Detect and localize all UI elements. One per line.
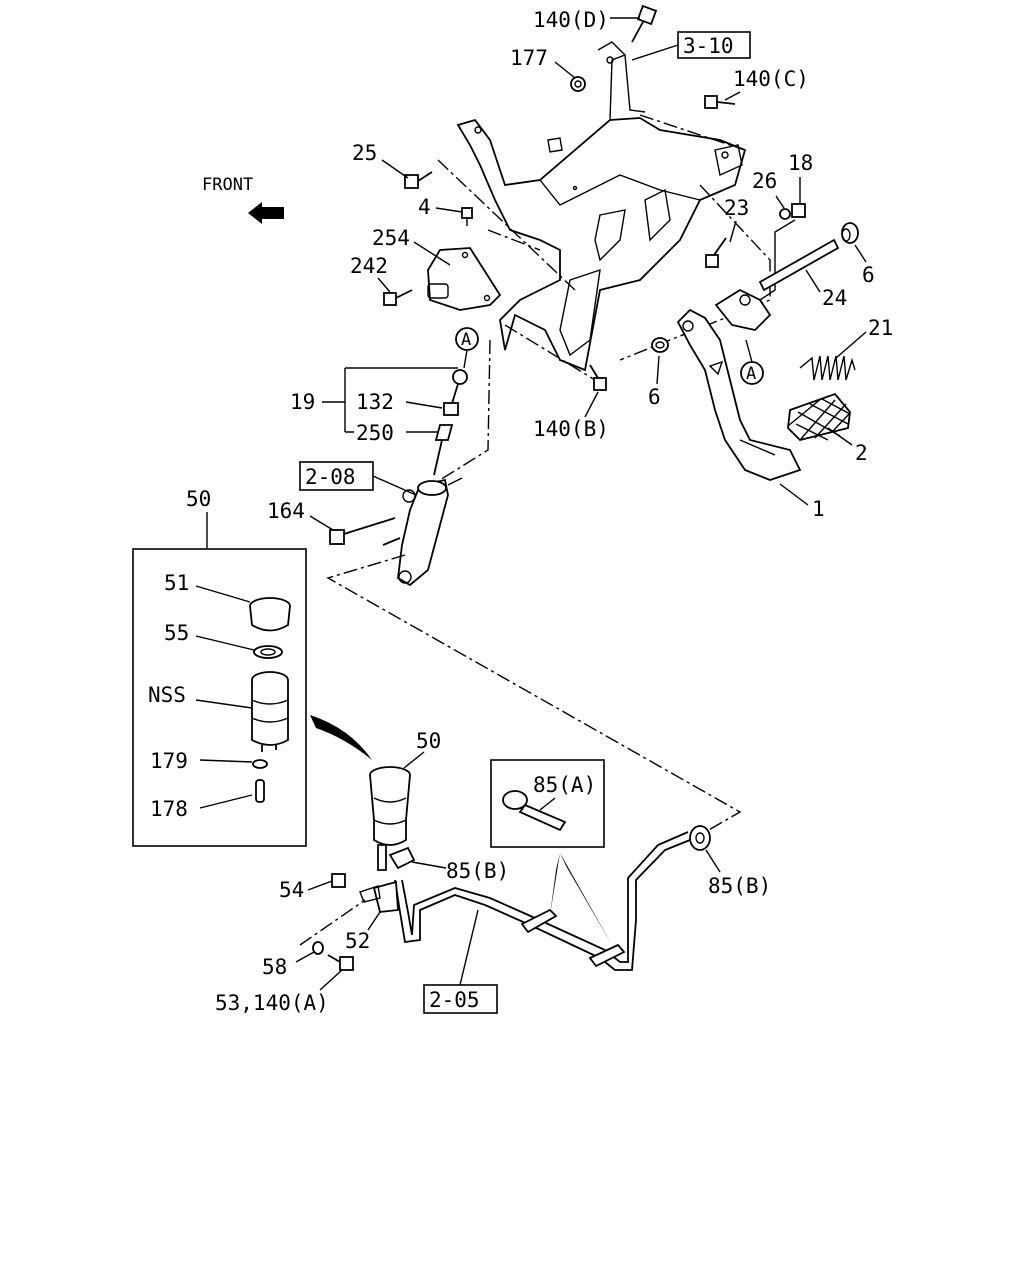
push-rod-19: [433, 369, 468, 476]
clutch-pipe: [394, 831, 691, 971]
label-21: 21: [868, 316, 893, 340]
label-53-140a: 53,140(A): [215, 991, 329, 1015]
bolt-4-icon: [461, 207, 473, 226]
label-1: 1: [812, 497, 825, 521]
label-242: 242: [350, 254, 388, 278]
bolt-164-icon: [329, 517, 401, 546]
bolt-23-icon: [705, 237, 727, 268]
label-24: 24: [822, 286, 847, 310]
ref-3-10-label: 3-10: [683, 34, 734, 58]
clip-179-icon: [252, 759, 268, 769]
label-179: 179: [150, 749, 188, 773]
washer-58-icon: [312, 941, 324, 955]
label-26: 26: [752, 169, 777, 193]
reservoir-assembled-50: [369, 766, 416, 871]
label-a-upper: A: [461, 330, 471, 350]
label-164: 164: [267, 499, 305, 523]
label-54: 54: [279, 878, 304, 902]
ref-2-08-label: 2-08: [305, 465, 356, 489]
label-19: 19: [290, 390, 315, 414]
label-6-lower: 6: [648, 385, 661, 409]
sub-bracket-254: [427, 247, 502, 311]
detail-box-reservoir: [132, 548, 307, 847]
label-51: 51: [164, 571, 189, 595]
clip-85b-right-icon: [689, 825, 711, 851]
label-250: 250: [356, 421, 394, 445]
clip-85a-icon: [502, 790, 567, 832]
pointer-arrow-reservoir-icon: [310, 715, 372, 760]
label-23: 23: [724, 196, 749, 220]
clutch-pedal-arm: [676, 288, 802, 481]
nut-54-icon: [331, 873, 346, 888]
pedal-bracket: [456, 41, 747, 372]
reservoir-body-nss: [251, 671, 289, 752]
label-2: 2: [855, 441, 868, 465]
label-6-right: 6: [862, 263, 875, 287]
ref-line-bracket-low: [504, 324, 596, 381]
label-nss: NSS: [148, 683, 186, 707]
return-spring-21-icon: [799, 355, 856, 381]
ref-line-bracket-left: [437, 159, 576, 291]
reservoir-cap-51: [249, 597, 291, 632]
label-58: 58: [262, 955, 287, 979]
front-label: FRONT: [202, 175, 253, 195]
nut-177-icon: [570, 76, 586, 92]
pedal-pad-2: [787, 392, 851, 441]
label-177: 177: [510, 46, 548, 70]
pointer-arrow-85a-icon: [550, 853, 612, 945]
label-85b-right: 85(B): [708, 874, 771, 898]
bushing-6-lower-icon: [651, 337, 669, 353]
bushing-6-right-icon: [841, 222, 859, 244]
label-52: 52: [345, 929, 370, 953]
label-132: 132: [356, 390, 394, 414]
master-cylinder-50: [397, 477, 463, 587]
bolt-140d-icon: [631, 4, 658, 43]
ref-line-cylinder-to-pipe: [326, 554, 742, 836]
pin-178-icon: [255, 779, 265, 803]
bracket-52: [359, 880, 399, 913]
ref-line-bracket-mid: [487, 229, 541, 251]
shaft-24: [758, 238, 840, 292]
bolt-242-icon: [383, 289, 413, 306]
label-140b: 140(B): [533, 417, 609, 441]
label-a-lower: A: [746, 364, 756, 384]
nut-18-icon: [791, 203, 806, 218]
label-85b-left: 85(B): [446, 859, 509, 883]
label-178: 178: [150, 797, 188, 821]
label-55: 55: [164, 621, 189, 645]
label-140d: 140(D): [533, 8, 609, 32]
label-50-box: 50: [186, 487, 211, 511]
label-50-assembled: 50: [416, 729, 441, 753]
bolt-140c-icon: [704, 95, 736, 109]
ref-line-bracket-top: [639, 114, 746, 151]
label-18: 18: [788, 151, 813, 175]
seal-55: [253, 645, 283, 659]
front-arrow-icon: [248, 202, 284, 224]
bolt-25-icon: [404, 171, 433, 189]
bolt-140b-icon: [589, 364, 607, 391]
label-4: 4: [418, 195, 431, 219]
label-254: 254: [372, 226, 410, 250]
detail-box-clip-85a: [490, 759, 605, 848]
label-85a: 85(A): [533, 773, 596, 797]
washer-26-icon: [779, 208, 791, 220]
label-140c: 140(C): [733, 67, 809, 91]
label-25: 25: [352, 141, 377, 165]
ref-3-10-leader: [631, 44, 679, 61]
bolt-53-icon: [327, 954, 354, 971]
ref-2-05-label: 2-05: [429, 988, 480, 1012]
